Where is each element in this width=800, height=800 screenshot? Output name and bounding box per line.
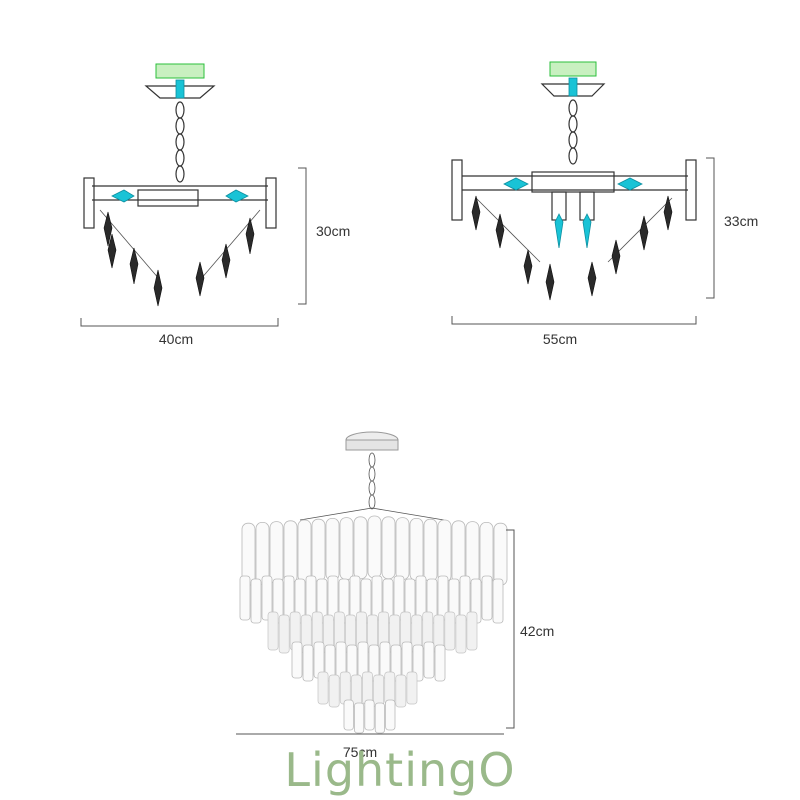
- right-end-plate: [265, 177, 277, 229]
- height-dimension-line: [706, 157, 715, 299]
- crystal-prism: [444, 611, 456, 651]
- glass-panel-ring: [241, 515, 508, 586]
- crystal-prism: [492, 578, 504, 624]
- crystal-prism: [373, 674, 385, 708]
- bulb-icon: [503, 177, 529, 191]
- glass-panel: [479, 522, 494, 585]
- glass-panel: [437, 519, 452, 583]
- center-body: [531, 171, 615, 193]
- crystal-prism: [353, 702, 365, 734]
- crystal-prism: [328, 674, 340, 708]
- frame-bar: [462, 175, 688, 191]
- glass-panel: [353, 516, 368, 580]
- bulb-icon: [554, 213, 564, 249]
- bulb-icon: [582, 213, 592, 249]
- crystal-prism: [267, 611, 279, 651]
- crystal-prism: [406, 671, 418, 705]
- support-wire: [99, 209, 261, 281]
- width-dimension-line: [80, 318, 279, 327]
- crystal-prism: [466, 611, 478, 651]
- width-label: 40cm: [159, 331, 193, 347]
- crystal-prism: [339, 671, 351, 705]
- width-label: 55cm: [543, 331, 577, 347]
- crystal-prism: [434, 644, 446, 682]
- crystal-prism: [239, 575, 251, 621]
- glass-panel: [283, 520, 298, 584]
- chain: [368, 452, 376, 510]
- crystal-prism: [317, 671, 329, 705]
- crystal-prism: [423, 641, 435, 679]
- glass-panel: [423, 518, 438, 582]
- crystal-prism: [395, 674, 407, 708]
- glass-panel: [493, 522, 508, 586]
- glass-panel: [297, 519, 312, 583]
- glass-panel: [381, 516, 396, 580]
- glass-panel: [367, 515, 382, 579]
- crystal-prism: [261, 575, 273, 621]
- canopy-screw-icon: [175, 79, 185, 99]
- crystal-prism: [455, 614, 467, 654]
- mount-bracket-icon: [155, 63, 205, 79]
- height-label: 42cm: [520, 623, 554, 639]
- height-dimension-line: [298, 167, 307, 305]
- crystal-prism: [384, 671, 396, 705]
- glass-panel: [311, 518, 326, 582]
- crystal-prism: [362, 671, 373, 705]
- height-dimension-line: [506, 529, 515, 729]
- crystal-prism: [385, 699, 396, 731]
- crystal-drops: [103, 211, 255, 307]
- glass-panel: [255, 522, 270, 585]
- ceiling-canopy: [540, 83, 606, 97]
- glass-panel: [465, 521, 480, 584]
- center-body: [137, 189, 199, 207]
- width-dimension-line: [451, 316, 697, 325]
- crystal-tiers: [239, 575, 504, 734]
- mount-bracket-icon: [549, 61, 597, 77]
- crystal-prism: [302, 644, 314, 682]
- glass-panel: [409, 518, 424, 581]
- large-chandelier-drawing: 75cm 42cm: [236, 431, 554, 760]
- crystal-drops: [471, 195, 673, 301]
- crystal-prism: [343, 699, 354, 731]
- crystal-prism: [374, 702, 386, 734]
- crystal-prism: [364, 699, 375, 731]
- medium-pendant-drawing: 55cm 33cm: [451, 61, 758, 347]
- small-pendant-drawing: 40cm 30cm: [80, 63, 350, 347]
- width-label: 75cm: [343, 744, 377, 760]
- glass-panel: [395, 517, 410, 580]
- ceiling-canopy: [144, 85, 216, 99]
- canopy-base: [345, 439, 399, 451]
- support-wire: [299, 507, 445, 521]
- left-end-plate: [451, 159, 463, 221]
- height-label: 33cm: [724, 213, 758, 229]
- bulb-icon: [225, 189, 249, 203]
- crystal-prism: [481, 575, 493, 621]
- bulb-icon: [617, 177, 643, 191]
- glass-panel: [325, 518, 340, 581]
- brand-logo: LightingO: [284, 743, 515, 797]
- crystal-prism: [250, 578, 262, 624]
- crystal-prism: [291, 641, 303, 679]
- left-end-plate: [83, 177, 95, 229]
- chain: [175, 101, 185, 183]
- glass-panel: [339, 517, 354, 580]
- canopy-screw-icon: [568, 77, 578, 97]
- height-label: 30cm: [316, 223, 350, 239]
- glass-panel: [269, 521, 284, 584]
- crystal-prism: [278, 614, 290, 654]
- right-end-plate: [685, 159, 697, 221]
- chain: [568, 99, 578, 165]
- bulb-icon: [111, 189, 135, 203]
- glass-panel: [451, 520, 466, 584]
